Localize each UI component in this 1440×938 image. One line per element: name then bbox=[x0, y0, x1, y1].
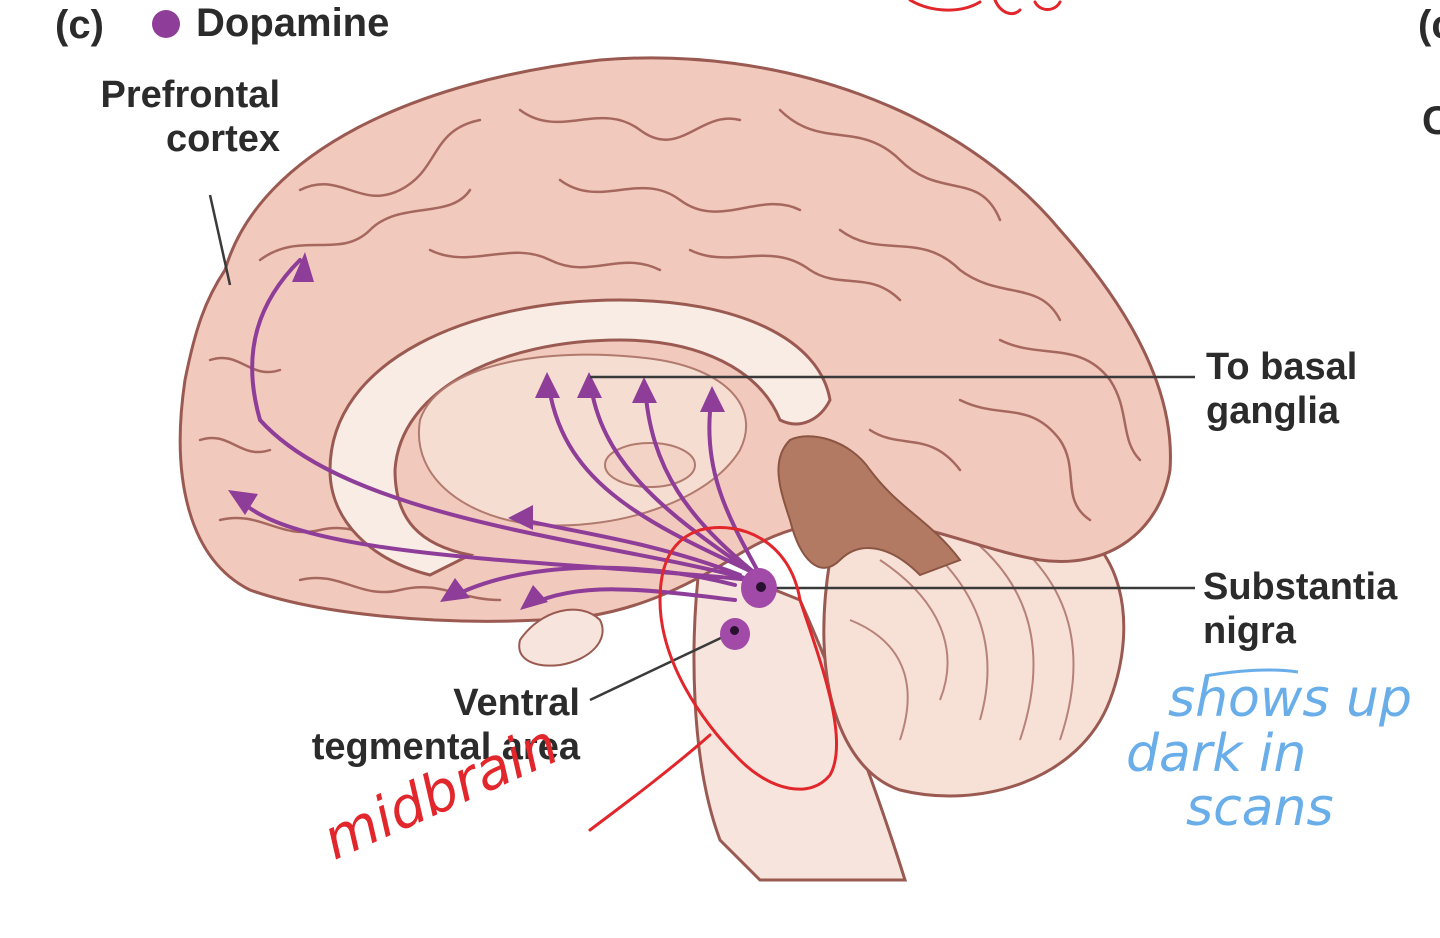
label-basal-line-2: ganglia bbox=[1206, 389, 1340, 432]
scan-note-line-2: dark in bbox=[1126, 723, 1307, 784]
red-annotations bbox=[588, 0, 1062, 832]
midbrain-pointer bbox=[588, 733, 712, 832]
substantia-nigra-core bbox=[756, 582, 766, 592]
nigra-underline bbox=[1204, 668, 1299, 678]
top-scribble bbox=[908, 0, 1062, 16]
label-vta-line-1: Ventral bbox=[453, 682, 580, 724]
edge-fragment-right-mid: C bbox=[1422, 99, 1440, 143]
label-prefrontal-line-2: cortex bbox=[165, 117, 280, 160]
panel-letter: (c) bbox=[55, 3, 104, 47]
pituitary bbox=[518, 608, 604, 667]
label-nigra-line-2: nigra bbox=[1203, 609, 1296, 652]
ventricle bbox=[777, 435, 962, 577]
dopamine-pathways bbox=[238, 258, 762, 607]
pathway-arrowheads bbox=[228, 252, 725, 610]
label-substantia-nigra: Substantia nigra bbox=[1203, 566, 1397, 653]
corpus-callosum bbox=[328, 298, 832, 577]
label-leaders bbox=[208, 194, 1195, 702]
label-basal-ganglia: To basal ganglia bbox=[1206, 346, 1357, 433]
label-prefrontal-line-1: Prefrontal bbox=[100, 74, 280, 116]
label-ventral-tegmental-area: Ventral tegmental area bbox=[236, 682, 580, 769]
thalamic-nucleus bbox=[604, 442, 696, 488]
label-vta-line-2: tegmental area bbox=[311, 725, 580, 768]
dopamine-legend-dot bbox=[152, 10, 180, 38]
label-prefrontal-cortex: Prefrontal cortex bbox=[58, 74, 280, 161]
vta-core bbox=[730, 626, 739, 635]
scan-note-line-3: scans bbox=[1186, 778, 1334, 839]
label-basal-line-1: To basal bbox=[1206, 346, 1358, 388]
label-nigra-line-1: Substantia bbox=[1203, 566, 1398, 608]
figure-title: Dopamine bbox=[196, 1, 390, 45]
scan-note-line-1: shows up bbox=[1168, 669, 1412, 729]
cortical-gyri bbox=[198, 108, 1142, 602]
annotation-scan-note: shows up dark in scans bbox=[1126, 669, 1412, 839]
midbrain-circle bbox=[658, 526, 839, 791]
edge-fragment-right-top: (c bbox=[1418, 3, 1440, 47]
